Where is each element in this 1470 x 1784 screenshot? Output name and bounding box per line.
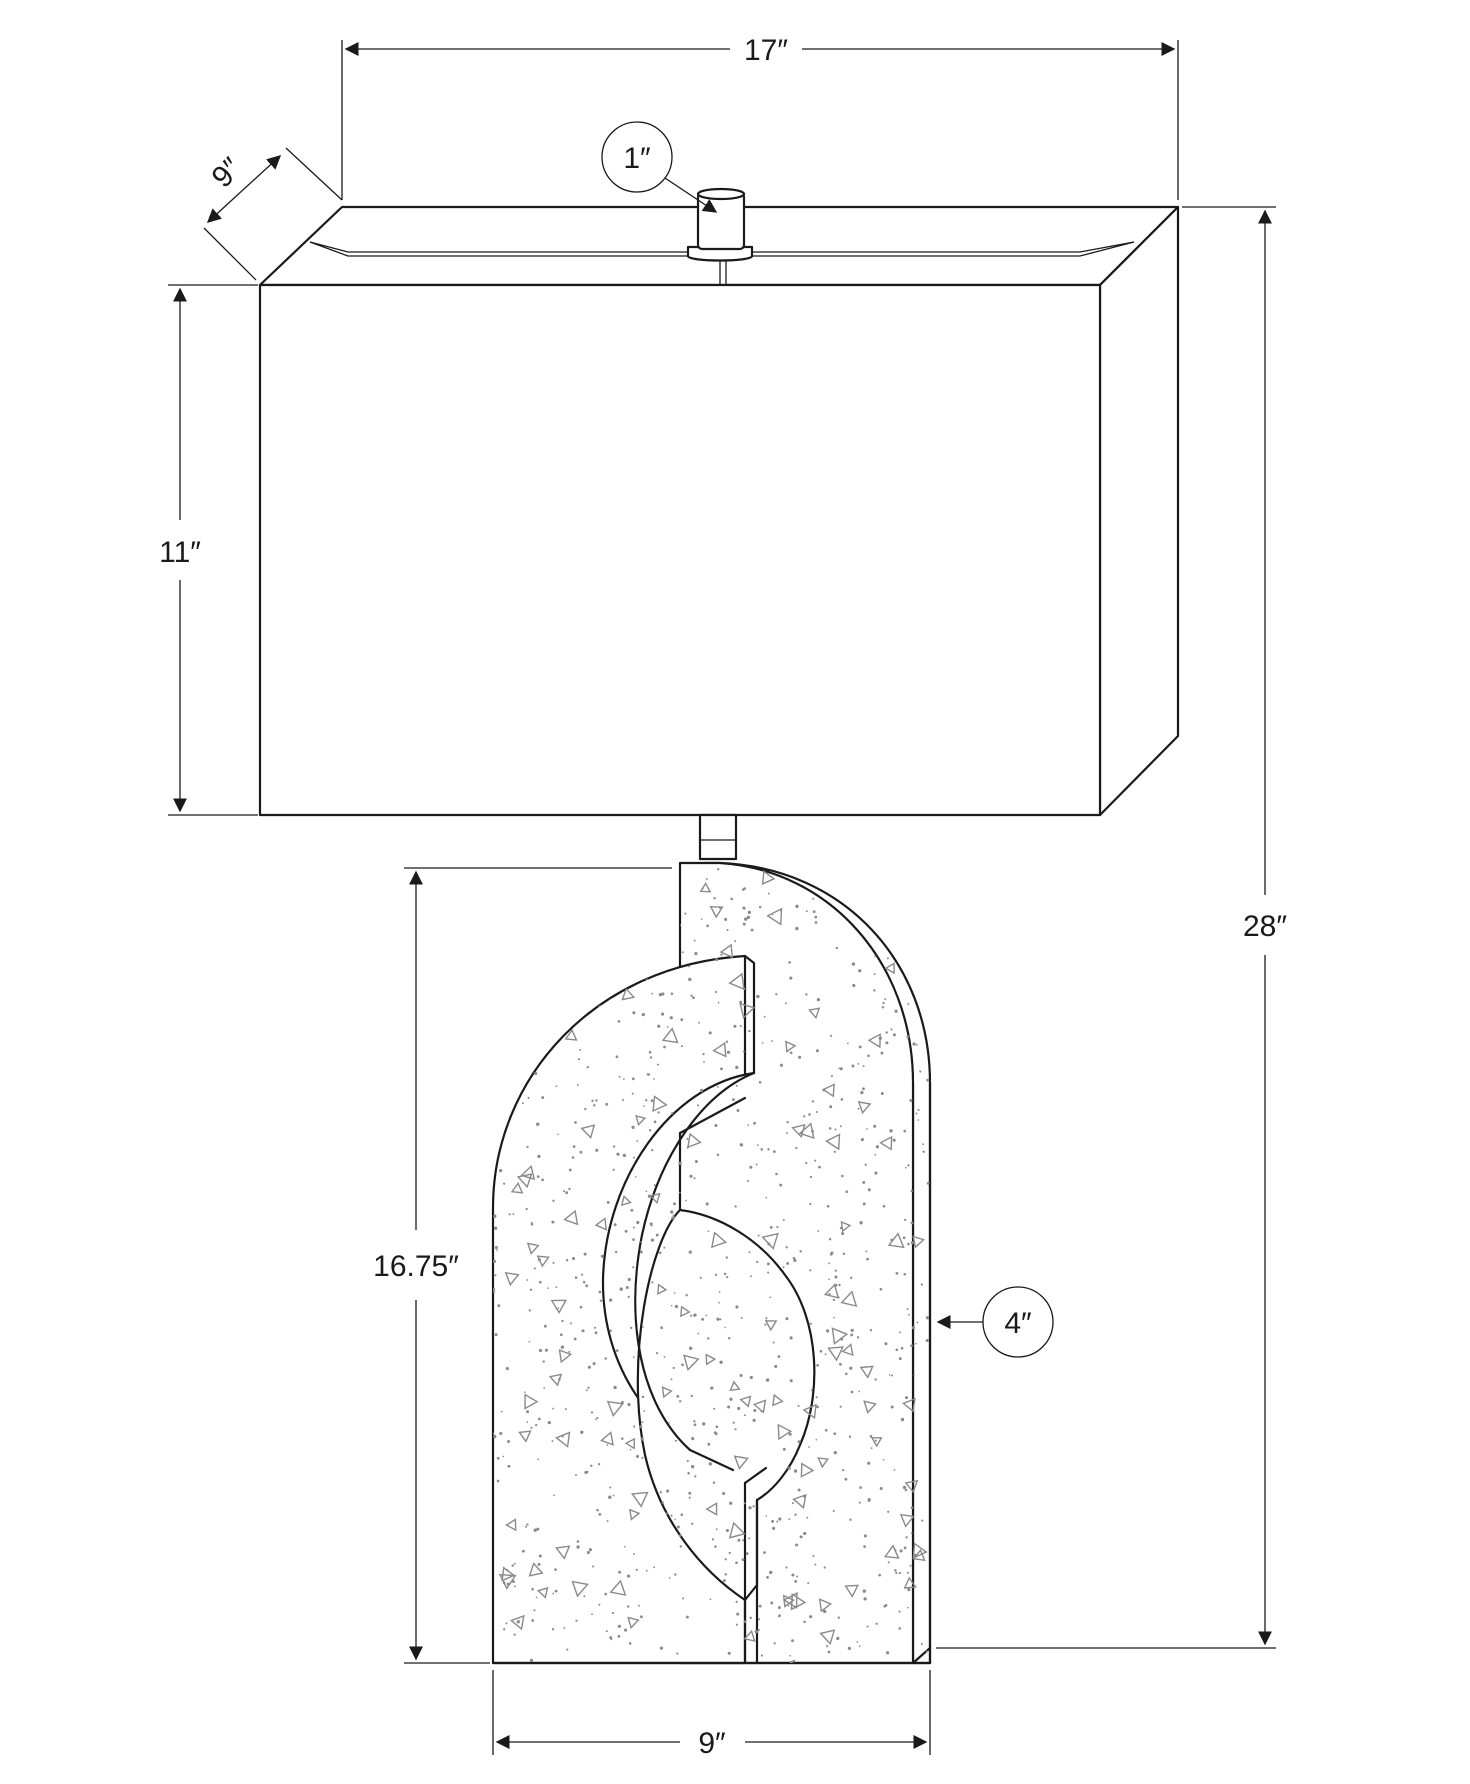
total-height-label: 28″	[1243, 910, 1287, 943]
base-height-label: 16.75″	[373, 1250, 459, 1283]
shade-front-face	[258, 283, 1102, 817]
shade-width-label: 17″	[744, 34, 788, 67]
finial-label: 1″	[623, 142, 651, 175]
dim-base-width: 9″	[492, 1670, 931, 1760]
base-depth-label: 4″	[1004, 1307, 1032, 1340]
dim-shade-height: 11″	[159, 284, 258, 816]
lamp-shade	[258, 205, 1180, 817]
dim-base-depth: 4″	[936, 1286, 1054, 1358]
lamp-neck	[698, 813, 738, 861]
shade-side-face	[1098, 205, 1180, 817]
shade-height-label: 11″	[159, 536, 201, 569]
dim-base-height: 16.75″	[373, 867, 672, 1664]
base-width-label: 9″	[698, 1727, 726, 1760]
lamp-base	[491, 861, 932, 1665]
dim-total-height: 28″	[936, 206, 1287, 1649]
shade-depth-label: 9″	[206, 151, 249, 194]
dim-shade-width: 17″	[341, 34, 1179, 200]
dim-finial: 1″	[601, 121, 718, 213]
